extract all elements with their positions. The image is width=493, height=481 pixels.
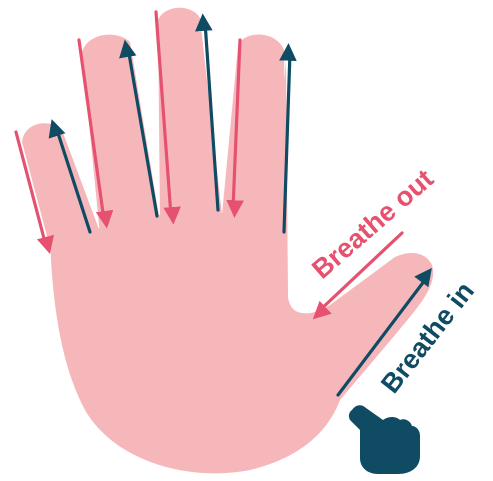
pointing-hand-icon <box>349 405 420 474</box>
